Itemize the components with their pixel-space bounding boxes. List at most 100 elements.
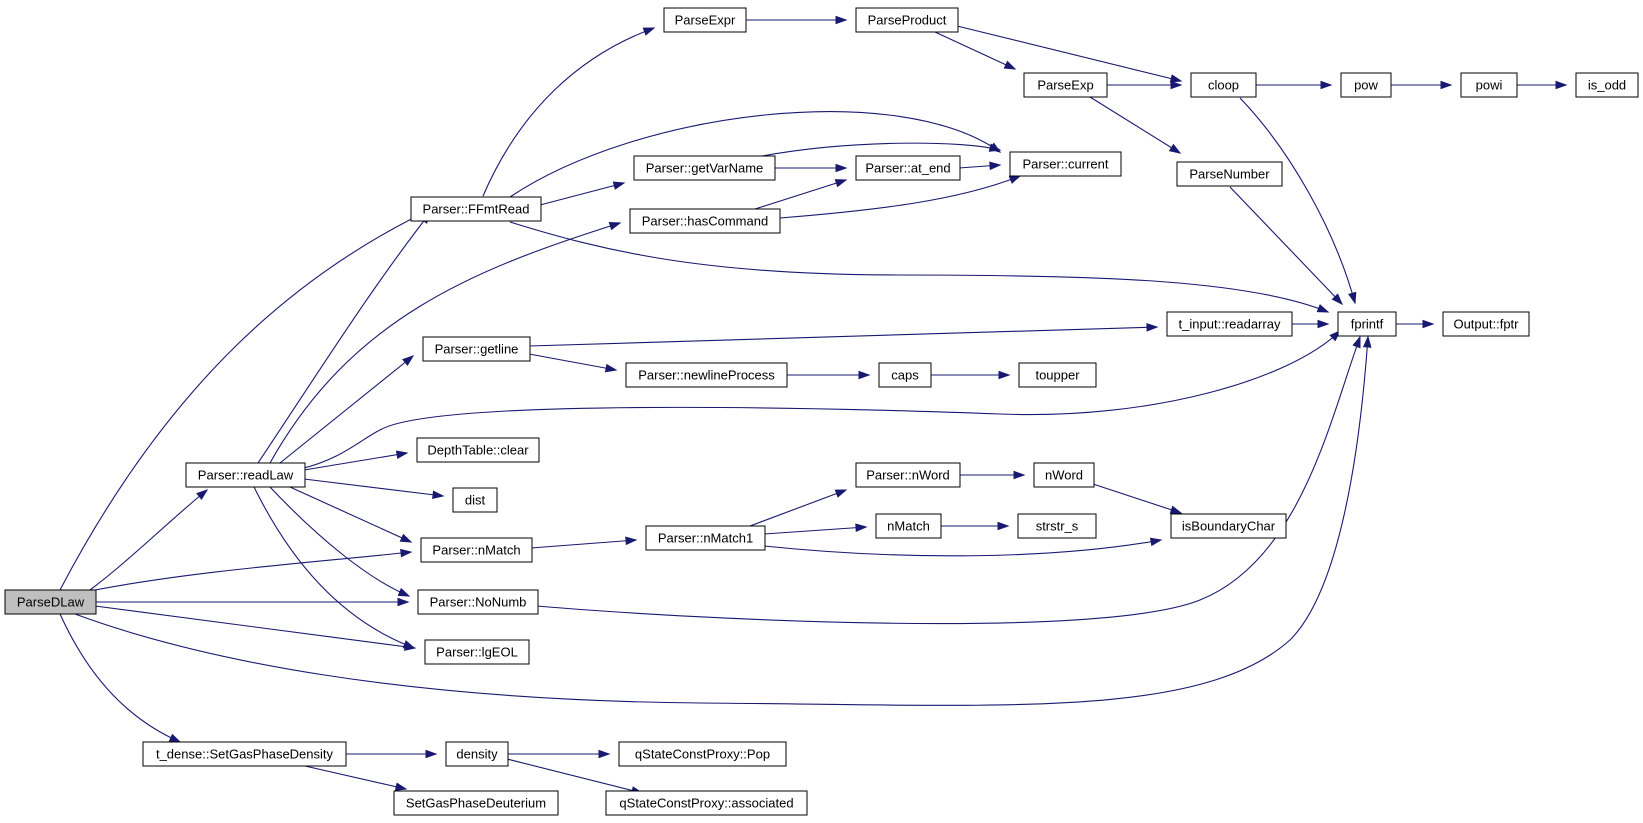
node-qassoc[interactable]: qStateConstProxy::associated	[605, 790, 808, 816]
node-setgasdeut[interactable]: SetGasPhaseDeuterium	[393, 790, 559, 816]
edge-ffmtread-to-fprintf	[509, 221, 1330, 313]
node-fptr[interactable]: Output::fptr	[1442, 311, 1530, 337]
node-getline[interactable]: Parser::getline	[422, 336, 531, 362]
node-isboundary[interactable]: isBoundaryChar	[1170, 513, 1287, 539]
node-ffmtread[interactable]: Parser::FFmtRead	[410, 196, 542, 222]
node-cloop[interactable]: cloop	[1190, 72, 1257, 98]
node-box	[605, 790, 808, 816]
node-depthclear[interactable]: DepthTable::clear	[416, 437, 540, 463]
node-fprintf[interactable]: fprintf	[1337, 311, 1397, 337]
edge-at_end-to-current	[958, 161, 1002, 171]
node-label: Parser::NoNumb	[430, 595, 527, 610]
node-parseexp[interactable]: ParseExp	[1023, 72, 1108, 98]
edge-getvarname-to-current	[761, 142, 1002, 157]
node-toupper[interactable]: toupper	[1018, 362, 1097, 388]
node-label: caps	[891, 368, 919, 383]
node-label: SetGasPhaseDeuterium	[406, 796, 546, 811]
node-box	[422, 336, 531, 362]
node-nonumb[interactable]: Parser::NoNumb	[417, 589, 539, 615]
edge-powi-to-is_odd	[1516, 80, 1568, 90]
node-at_end[interactable]: Parser::at_end	[855, 155, 961, 181]
edge-line	[528, 353, 617, 371]
node-label: Parser::getVarName	[646, 161, 764, 176]
edge-readlaw-to-getline	[279, 355, 415, 464]
node-powi[interactable]: powi	[1460, 72, 1518, 98]
edge-parsedlaw-to-parseexpr	[59, 204, 442, 591]
arrowhead-icon	[835, 163, 848, 173]
arrowhead-icon	[997, 521, 1010, 531]
arrowhead-icon	[400, 548, 413, 558]
edge-line	[754, 179, 847, 210]
node-label: ParseNumber	[1189, 167, 1270, 182]
edge-line	[506, 758, 643, 794]
edge-nmatch1-to-pnword	[749, 489, 848, 527]
node-label: ParseExpr	[675, 13, 736, 28]
edge-readlaw-to-hascommand	[269, 222, 622, 464]
edge-line	[303, 452, 408, 471]
edge-readlaw-to-lgeol	[253, 486, 416, 649]
edge-line	[94, 605, 416, 649]
edge-parsedlaw-to-lgeol	[94, 605, 417, 651]
edge-readlaw-to-dist	[303, 478, 445, 500]
node-box	[1190, 72, 1257, 98]
edge-line	[299, 330, 1341, 470]
node-label: dist	[465, 493, 486, 508]
edge-line	[509, 111, 1001, 198]
node-parsenumber[interactable]: ParseNumber	[1176, 161, 1283, 187]
node-nword[interactable]: nWord	[1033, 462, 1095, 488]
node-box	[1166, 311, 1293, 337]
node-caps[interactable]: caps	[878, 362, 932, 388]
node-parsedlaw[interactable]: ParseDLaw	[4, 589, 97, 615]
node-label: t_dense::SetGasPhaseDensity	[156, 747, 334, 762]
node-dist[interactable]: dist	[452, 487, 498, 513]
node-pnmatch[interactable]: Parser::nMatch	[420, 537, 533, 563]
node-strstr_s[interactable]: strstr_s	[1017, 513, 1097, 539]
node-pow[interactable]: pow	[1340, 72, 1392, 98]
edge-pow-to-powi	[1390, 80, 1453, 90]
node-box	[1337, 311, 1397, 337]
arrowhead-icon	[988, 143, 1002, 152]
node-nmatch1[interactable]: Parser::nMatch1	[645, 525, 766, 551]
node-label: density	[456, 747, 498, 762]
edge-line	[749, 489, 847, 527]
arrowhead-icon	[402, 355, 415, 366]
node-label: fprintf	[1351, 317, 1384, 332]
node-box	[1176, 161, 1283, 187]
node-label: nWord	[1045, 468, 1083, 483]
arrowhead-icon	[858, 370, 871, 380]
node-pnword[interactable]: Parser::nWord	[855, 462, 961, 488]
node-label: Parser::readLaw	[198, 468, 294, 483]
node-lgeol[interactable]: Parser::lgEOL	[424, 639, 530, 665]
node-box	[420, 537, 533, 563]
node-box	[1575, 72, 1639, 98]
node-density[interactable]: density	[445, 741, 509, 767]
edge-cloop-to-pow	[1255, 80, 1333, 90]
edge-line	[536, 336, 1361, 625]
edge-density-to-qpop	[507, 749, 611, 759]
edge-ffmtread-to-current	[509, 111, 1002, 198]
node-box	[1018, 362, 1097, 388]
node-qpop[interactable]: qStateConstProxy::Pop	[618, 741, 787, 767]
arrowhead-icon	[1331, 293, 1344, 306]
edge-line	[59, 204, 441, 591]
node-box	[855, 155, 961, 181]
node-is_odd[interactable]: is_odd	[1575, 72, 1639, 98]
node-parseexpr[interactable]: ParseExpr	[663, 7, 747, 33]
node-readlaw[interactable]: Parser::readLaw	[185, 462, 306, 488]
node-box	[445, 741, 509, 767]
edge-setgasdensity-to-density	[345, 749, 438, 759]
node-readarray[interactable]: t_input::readarray	[1166, 311, 1293, 337]
node-current[interactable]: Parser::current	[1009, 151, 1122, 177]
node-nmatch[interactable]: nMatch	[875, 513, 942, 539]
node-box	[1033, 462, 1095, 488]
node-getvarname[interactable]: Parser::getVarName	[633, 155, 776, 181]
arrowhead-icon	[404, 642, 417, 651]
arrowhead-icon	[196, 489, 209, 500]
node-hascommand[interactable]: Parser::hasCommand	[629, 208, 781, 234]
node-setgasdensity[interactable]: t_dense::SetGasPhaseDensity	[142, 741, 347, 767]
node-parseproduct[interactable]: ParseProduct	[855, 7, 959, 33]
edge-nword-to-isboundary	[1092, 483, 1183, 514]
node-newlineprocess[interactable]: Parser::newlineProcess	[625, 362, 788, 388]
edge-line	[59, 613, 181, 743]
